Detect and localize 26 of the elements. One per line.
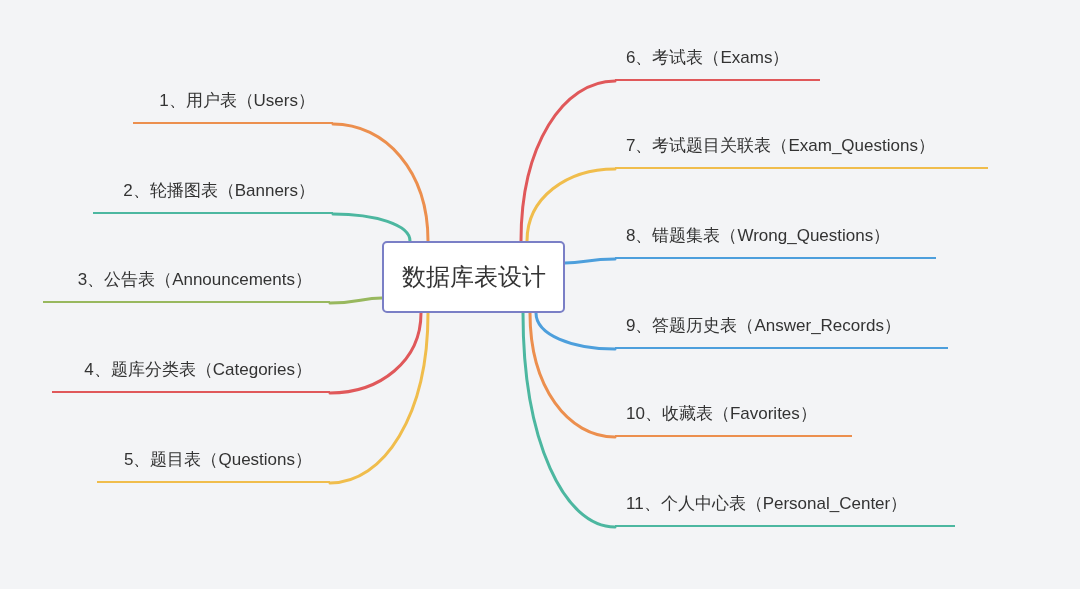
topic-label: 数据库表设计	[401, 262, 546, 292]
branch-label: 10、收藏表（Favorites）	[626, 404, 817, 424]
branch-label: 7、考试题目关联表（Exam_Questions）	[626, 136, 935, 156]
branch-label: 3、公告表（Announcements）	[77, 270, 312, 290]
branch-connector	[328, 311, 423, 395]
branch-connector	[331, 122, 430, 243]
branch-label: 6、考试表（Exams）	[626, 48, 790, 68]
branch-connector	[519, 79, 617, 243]
branch-connector	[331, 212, 412, 243]
branch-label: 1、用户表（Users）	[159, 91, 315, 111]
branch-connector	[528, 311, 617, 439]
branch-connector	[521, 311, 617, 529]
branch-connector	[328, 311, 430, 485]
branch-label: 2、轮播图表（Banners）	[123, 181, 315, 201]
branch-node	[615, 491, 955, 527]
branch-connector	[328, 296, 384, 305]
branch-label: 8、错题集表（Wrong_Questions）	[626, 226, 891, 246]
branch-connector	[534, 311, 617, 351]
branch-connector	[563, 257, 617, 265]
branch-label: 11、个人中心表（Personal_Center）	[626, 494, 908, 514]
branch-label: 9、答题历史表（Answer_Records）	[626, 316, 901, 336]
branch-connector	[525, 167, 617, 243]
branch-node	[52, 357, 330, 393]
branch-label: 4、题库分类表（Categories）	[84, 360, 312, 380]
topic-box	[382, 241, 565, 313]
branch-label: 5、题目表（Questions）	[124, 450, 312, 470]
